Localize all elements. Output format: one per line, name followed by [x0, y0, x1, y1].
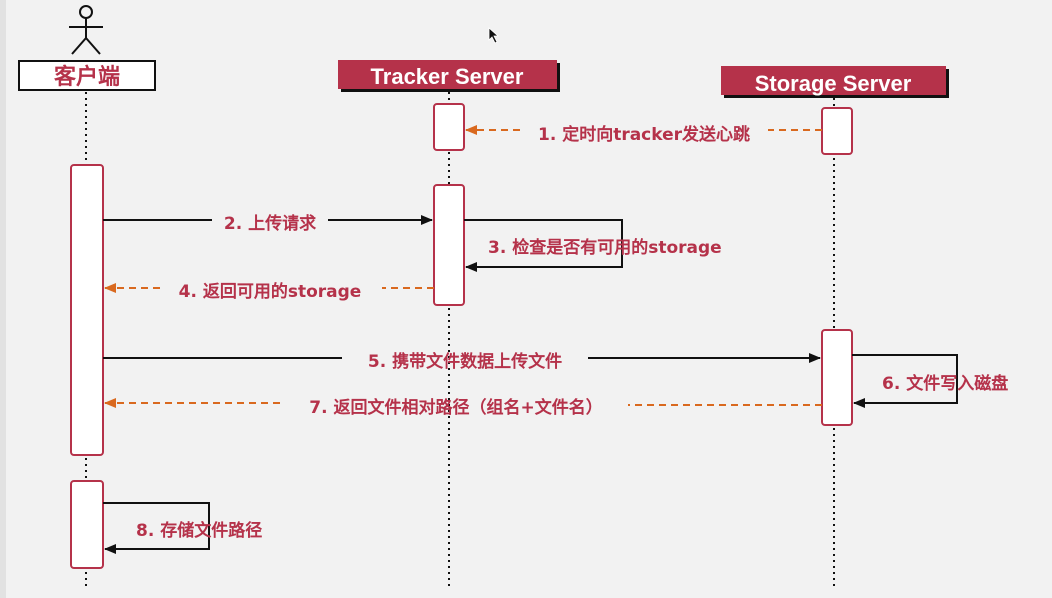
message-upload-request: 2. 上传请求 — [103, 213, 433, 234]
page-edge — [0, 0, 6, 598]
message-upload-request-label: 2. 上传请求 — [224, 213, 316, 234]
message-upload-file: 5. 携带文件数据上传文件 — [103, 351, 821, 372]
mouse-cursor-icon — [488, 27, 500, 44]
message-return-path: 7. 返回文件相对路径（组名+文件名） — [104, 397, 822, 418]
message-return-storage-label: 4. 返回可用的storage — [179, 281, 362, 302]
activation-tracker-1 — [433, 103, 465, 151]
message-return-storage: 4. 返回可用的storage — [104, 281, 434, 302]
participant-client: 客户端 — [18, 60, 156, 91]
message-return-path-label: 7. 返回文件相对路径（组名+文件名） — [309, 397, 602, 418]
activation-storage-2 — [821, 329, 853, 426]
message-upload-file-label: 5. 携带文件数据上传文件 — [368, 351, 562, 372]
activation-tracker-2 — [433, 184, 465, 306]
message-heartbeat-label: 1. 定时向tracker发送心跳 — [538, 124, 750, 145]
actor-stick-figure-icon — [69, 5, 103, 55]
activation-storage-1 — [821, 107, 853, 155]
participant-client-label: 客户端 — [54, 64, 120, 89]
participant-tracker: Tracker Server — [338, 60, 560, 92]
participant-tracker-label: Tracker Server — [371, 64, 524, 89]
participant-storage: Storage Server — [721, 66, 949, 98]
message-heartbeat: 1. 定时向tracker发送心跳 — [465, 124, 822, 145]
message-store-path: 8. 存储文件路径 — [103, 502, 262, 554]
message-store-path-label: 8. 存储文件路径 — [136, 520, 262, 541]
activation-client-1 — [70, 164, 104, 456]
participant-storage-label: Storage Server — [755, 71, 912, 96]
message-check-storage-label: 3. 检查是否有可用的storage — [488, 237, 722, 258]
activation-client-2 — [70, 480, 104, 569]
message-write-disk-label: 6. 文件写入磁盘 — [882, 373, 1008, 394]
message-write-disk: 6. 文件写入磁盘 — [852, 354, 1008, 408]
message-check-storage: 3. 检查是否有可用的storage — [464, 219, 722, 272]
